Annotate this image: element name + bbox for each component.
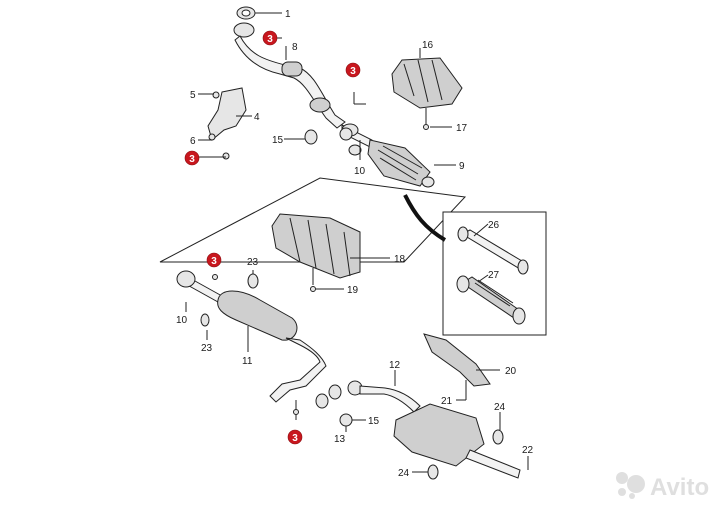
callout-17[interactable]: 17 [456,123,468,134]
callout-10-bottom[interactable]: 10 [176,315,188,326]
callout-3-left[interactable]: 3 [184,150,200,166]
front-pipe-8 [233,22,346,129]
gasket-13 [339,413,353,427]
catalytic-converter-9 [341,123,435,188]
callout-9[interactable]: 9 [459,161,465,172]
callout-11[interactable]: 11 [242,356,253,367]
callout-3-top-center[interactable]: 3 [262,30,278,46]
intermediate-pipe-12 [315,380,421,413]
callout-20[interactable]: 20 [505,366,517,377]
watermark-text: Avito [650,474,709,501]
callout-8[interactable]: 8 [292,42,298,53]
callout-5[interactable]: 5 [190,90,196,101]
callout-18[interactable]: 18 [394,254,406,265]
callout-21[interactable]: 21 [441,396,453,407]
svg-text:3: 3 [189,154,195,165]
heat-shield-18 [271,213,361,292]
callout-23-top[interactable]: 23 [247,257,259,268]
callout-16[interactable]: 16 [422,40,434,51]
avito-dots-icon [616,472,645,499]
rubber-hanger-23a [247,273,259,289]
svg-text:3: 3 [211,256,217,267]
heat-shield-16 [391,57,463,130]
callout-13[interactable]: 13 [334,434,346,445]
callout-15-bottom[interactable]: 15 [368,416,380,427]
callout-23-bottom[interactable]: 23 [201,343,213,354]
callout-4[interactable]: 4 [254,112,260,123]
callout-22[interactable]: 22 [522,445,534,456]
nut-3c [212,274,218,280]
rubber-hanger-15 [304,129,318,145]
avito-watermark: Avito [616,472,709,501]
callout-26[interactable]: 26 [488,220,500,231]
inset-pointer [403,194,447,242]
flex-pipe-27 [456,275,526,325]
callout-15-top[interactable]: 15 [272,135,284,146]
rubber-hanger-23b [200,313,210,327]
svg-text:3: 3 [267,34,273,45]
callout-1[interactable]: 1 [285,9,291,20]
svg-text:3: 3 [292,433,298,444]
center-muffler-11 [176,270,327,403]
callout-3-bottom[interactable]: 3 [287,429,303,445]
bracket-4 [207,87,247,160]
callout-27[interactable]: 27 [488,270,500,281]
callout-24-bottom[interactable]: 24 [398,468,410,479]
rear-muffler-22 [393,403,521,480]
svg-text:3: 3 [350,66,356,77]
flex-pipe-26 [457,226,529,275]
gasket-1 [236,6,256,20]
callout-24-right[interactable]: 24 [494,402,506,413]
callout-10-top[interactable]: 10 [354,166,366,177]
callout-3-mid-top[interactable]: 3 [345,62,361,78]
callout-3-lower-left[interactable]: 3 [206,252,222,268]
bracket-20 [423,333,491,400]
callout-19[interactable]: 19 [347,285,359,296]
callout-6[interactable]: 6 [190,136,196,147]
callout-12[interactable]: 12 [389,360,401,371]
gasket-10 [339,127,353,141]
